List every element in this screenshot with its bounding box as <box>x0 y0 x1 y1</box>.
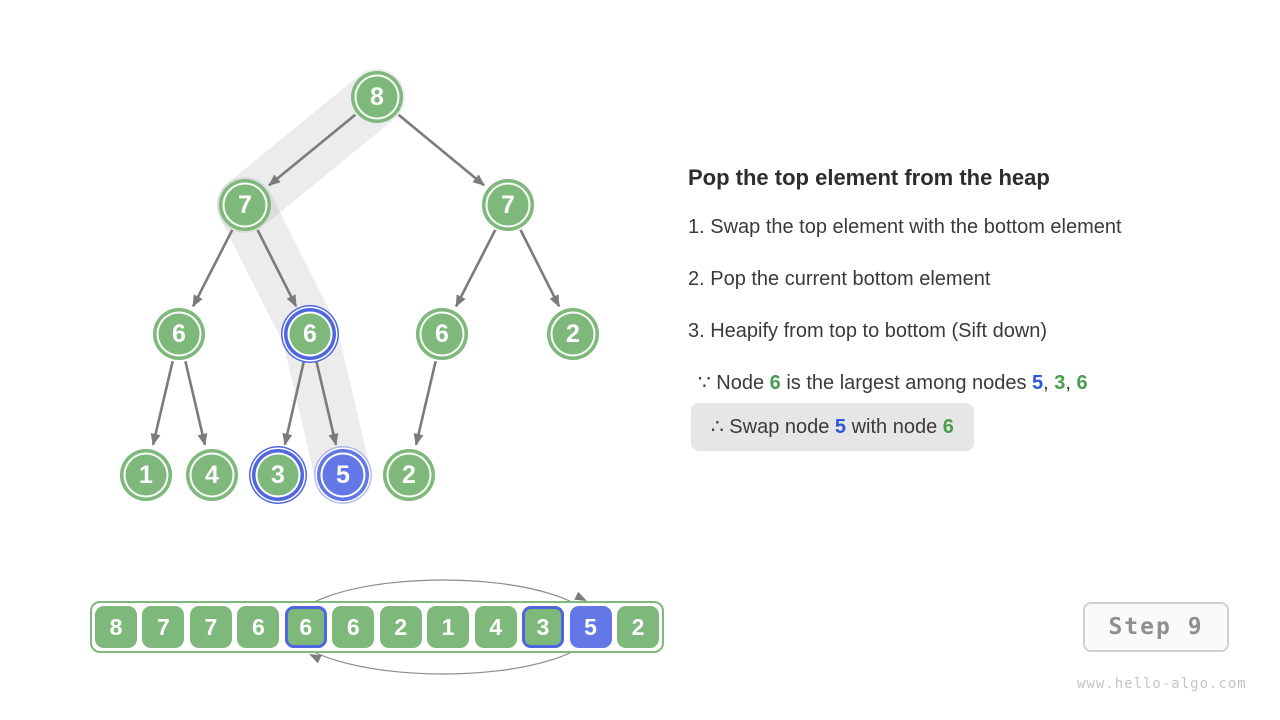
tree-node-2: 2 <box>547 308 599 360</box>
green-number: 6 <box>1076 372 1088 394</box>
blue-number: 5 <box>1032 372 1044 394</box>
blue-number: 5 <box>834 416 847 438</box>
tree-node-1: 1 <box>120 449 172 501</box>
tree-node-3: 3 <box>252 449 304 501</box>
array-cell-7: 1 <box>427 606 470 648</box>
tree-node-6: 6 <box>416 308 468 360</box>
note-text: ∵ Node <box>698 372 770 394</box>
array-cell-2: 7 <box>189 606 232 648</box>
array-cell-5: 6 <box>332 606 375 648</box>
step-badge[interactable]: Step 9 <box>1083 602 1229 652</box>
array-cell-1: 7 <box>142 606 185 648</box>
tree-node-6: 6 <box>153 308 205 360</box>
note-text: , <box>1043 372 1055 394</box>
step-list-item-2: 2. Pop the current bottom element <box>688 268 991 290</box>
tree-node-7: 7 <box>482 179 534 231</box>
tree-node-5: 5 <box>317 449 369 501</box>
explanation-panel: Pop the top element from the heap 1. Swa… <box>688 164 1248 451</box>
array-cell-8: 4 <box>474 606 517 648</box>
note-text: is the largest among nodes <box>780 372 1033 394</box>
panel-title: Pop the top element from the heap <box>688 165 1050 190</box>
tree-node-2: 2 <box>383 449 435 501</box>
because-note: ∵ Node 6 is the largest among nodes 5, 3… <box>698 372 1248 394</box>
array-cell-6: 2 <box>379 606 422 648</box>
tree-node-8: 8 <box>351 71 403 123</box>
array-cell-0: 8 <box>95 606 137 648</box>
array-cell-11: 2 <box>616 606 659 648</box>
green-number: 6 <box>942 416 954 438</box>
note-text: with node <box>846 416 943 438</box>
note-text: , <box>1065 372 1077 394</box>
tree-node-4: 4 <box>186 449 238 501</box>
step-list-item-1: 1. Swap the top element with the bottom … <box>688 216 1122 238</box>
step-list: 1. Swap the top element with the bottom … <box>688 216 1248 342</box>
tree-node-6: 6 <box>284 308 336 360</box>
array-cell-10: 5 <box>569 606 612 648</box>
step-list-item-3: 3. Heapify from top to bottom (Sift down… <box>688 320 1048 342</box>
array-cell-3: 6 <box>237 606 280 648</box>
green-number: 3 <box>1054 372 1066 394</box>
array-cell-4: 6 <box>284 606 327 648</box>
array-cell-9: 3 <box>522 606 565 648</box>
green-number: 6 <box>769 372 781 394</box>
note-text: ∴ Swap node <box>711 416 835 438</box>
therefore-note: ∴ Swap node 5 with node 6 <box>691 403 974 451</box>
watermark: www.hello-algo.com <box>1077 676 1247 692</box>
tree-node-7: 7 <box>219 179 271 231</box>
